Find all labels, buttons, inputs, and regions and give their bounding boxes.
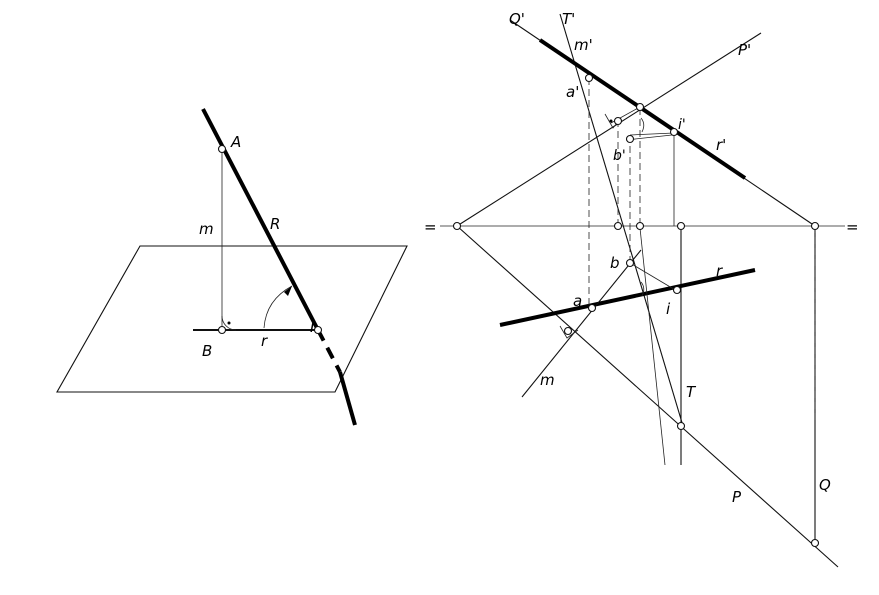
right-angle-mark <box>221 315 237 331</box>
point-a-prime <box>584 73 594 83</box>
angle-arc-lower <box>640 281 645 297</box>
point-B <box>217 325 227 335</box>
right-angle-dot <box>227 321 231 325</box>
construction-b-i <box>629 262 678 292</box>
label-P: P <box>732 488 742 506</box>
label-R: R <box>270 215 280 233</box>
trace-T-prime <box>559 13 684 427</box>
point-ground-3 <box>676 221 686 231</box>
label-i: i <box>666 300 671 318</box>
label-b-prime: b' <box>613 148 626 164</box>
label-b: b <box>610 254 620 272</box>
point-i-prime <box>669 127 679 137</box>
label-T-prime: T' <box>562 10 575 28</box>
label-Q-prime: Q' <box>509 10 525 28</box>
label-a-prime: a' <box>566 83 579 101</box>
right-figure: = = <box>424 10 859 568</box>
label-Q: Q <box>819 476 831 494</box>
point-T-trace <box>676 421 686 431</box>
label-r-prime: r' <box>716 136 726 154</box>
point-ground-2 <box>635 221 645 231</box>
label-m: m <box>199 220 214 238</box>
point-i <box>672 285 682 295</box>
point-b <box>625 258 635 268</box>
line-m <box>521 249 642 398</box>
line-R-lower <box>338 371 357 426</box>
point-A <box>217 144 227 154</box>
angle-arrow-head <box>284 286 292 296</box>
plane-parallelogram <box>56 245 408 393</box>
point-a <box>587 303 597 313</box>
point-lower-right-angle <box>563 326 573 336</box>
label-I: I <box>310 318 315 336</box>
line-R-dashed <box>316 329 342 373</box>
label-i-prime: i' <box>678 117 686 133</box>
point-ground-1 <box>613 221 623 231</box>
point-ground-left <box>452 221 462 231</box>
right-angle-upper-dot <box>609 119 613 123</box>
label-T: T <box>686 383 697 401</box>
label-a: a <box>573 292 582 310</box>
label-P-prime: P' <box>738 41 751 59</box>
label-r: r <box>716 262 723 280</box>
label-r: r <box>261 332 268 350</box>
point-upper-intersection <box>635 102 645 112</box>
label-B: B <box>202 342 212 360</box>
label-m: m <box>540 371 555 389</box>
trace-P <box>456 225 839 568</box>
point-I <box>313 325 323 335</box>
line-R-upper <box>201 108 320 331</box>
ground-mark-right: = <box>846 218 859 236</box>
point-b-prime <box>625 134 635 144</box>
point-P-Q <box>810 538 820 548</box>
point-ground-Q <box>810 221 820 231</box>
angle-arc <box>263 285 293 329</box>
construction-a-prime-b-prime <box>629 132 675 136</box>
label-m-prime: m' <box>574 36 593 54</box>
angle-arc-upper <box>640 117 645 133</box>
point-upper-left <box>613 116 623 126</box>
line-r <box>499 268 756 327</box>
construction-lower-diagonal <box>639 227 666 466</box>
right-angle-lower <box>559 325 579 339</box>
ground-mark-left: = <box>424 218 437 236</box>
label-A: A <box>230 133 241 151</box>
left-figure: A m R B r I <box>56 108 408 426</box>
trace-P-prime <box>456 32 762 227</box>
